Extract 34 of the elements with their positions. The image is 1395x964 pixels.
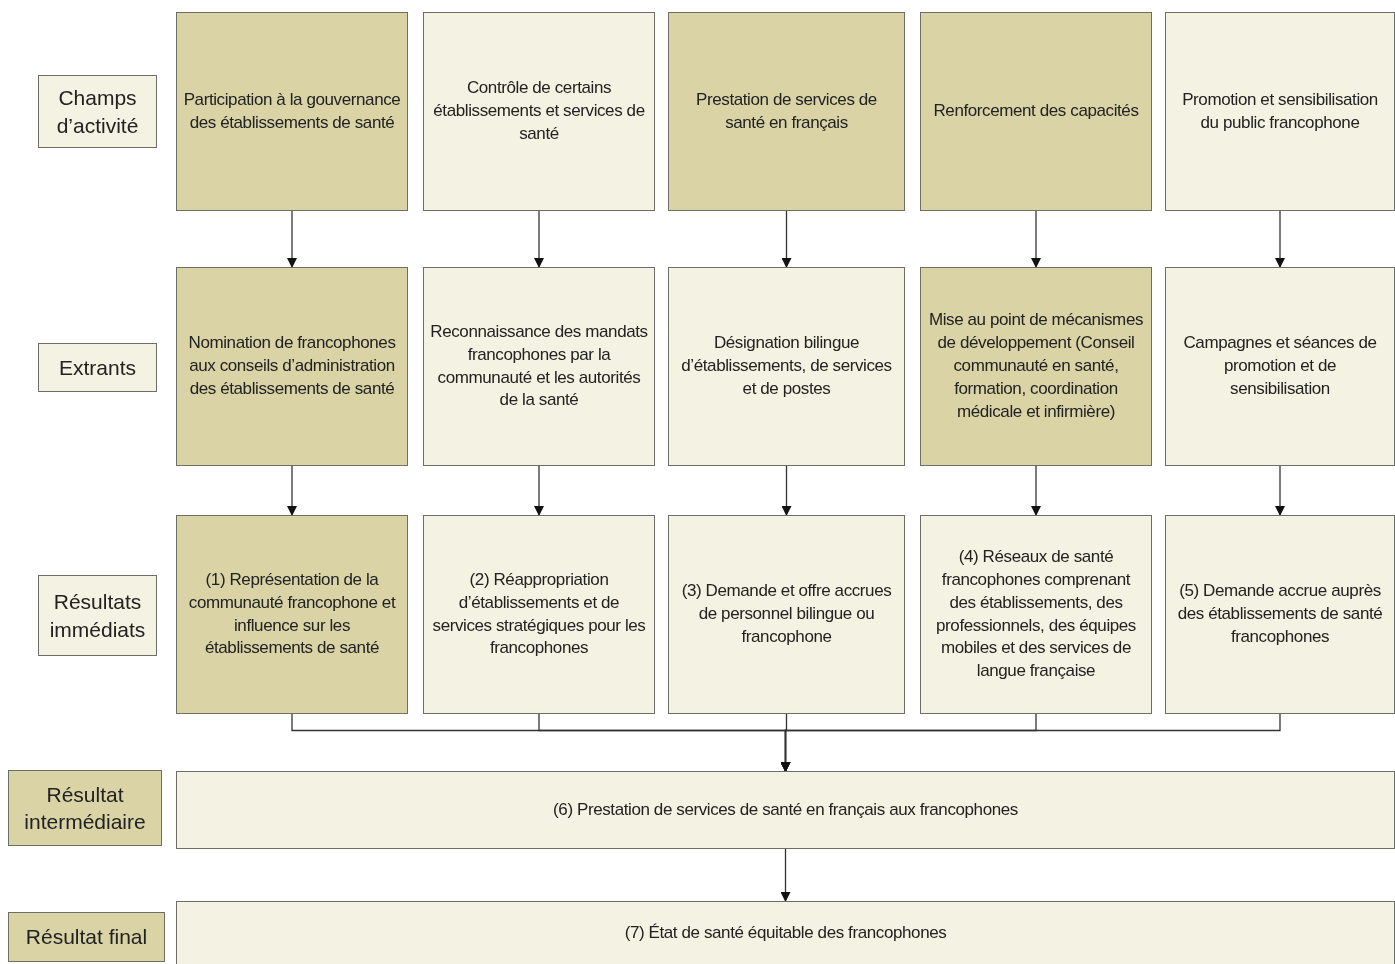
process-box: Prestation de services de santé en français — [668, 12, 905, 211]
arrow — [1275, 465, 1285, 516]
arrow — [534, 210, 544, 268]
process-box: (6) Prestation de services de santé en français aux francophones — [176, 771, 1395, 849]
process-box: (3) Demande et offre accrues de personnel bilingue ou francophone — [668, 515, 905, 714]
arrow — [287, 465, 297, 516]
process-box: (7) État de santé équitable des francophones — [176, 901, 1395, 964]
process-box: Reconnaissance des mandats francophones par la communauté et les autorités de la santé — [423, 267, 655, 466]
arrow — [1031, 210, 1041, 268]
process-box: Renforcement des capacités — [920, 12, 1152, 211]
arrow — [287, 210, 297, 268]
arrow — [780, 848, 791, 902]
row-label-box: Résultats immédiats — [38, 575, 157, 656]
arrow — [781, 210, 792, 268]
arrow — [1275, 210, 1285, 268]
process-box: Désignation bilingue d’établissements, de services et de postes — [668, 267, 905, 466]
row-label-box: Champs d’activité — [38, 75, 157, 148]
arrow — [781, 465, 792, 516]
row-label-box: Résultat intermédiaire — [8, 770, 162, 846]
process-box: Nomination de francophones aux conseils d’administration des établissements de santé — [176, 267, 408, 466]
process-box: (2) Réappropriation d’établissements et de services stratégiques pour les francophones — [423, 515, 655, 714]
process-box: Promotion et sensibilisation du public francophone — [1165, 12, 1395, 211]
row-label-box: Extrants — [38, 343, 157, 392]
process-box: Participation à la gouvernance des établissements de santé — [176, 12, 408, 211]
process-box: Mise au point de mécanismes de développement (Conseil communauté en santé, formation, coordination médicale et infirmière) — [920, 267, 1152, 466]
arrow — [534, 465, 544, 516]
process-box: Campagnes et séances de promotion et de sensibilisation — [1165, 267, 1395, 466]
process-box: (4) Réseaux de santé francophones comprenant des établissements, des professionnels, des équipes mobiles et des services de langue française — [920, 515, 1152, 714]
arrow — [780, 713, 1281, 772]
process-box: Contrôle de certains établissements et services de santé — [423, 12, 655, 211]
arrow — [1031, 465, 1041, 516]
process-box: (1) Représentation de la communauté francophone et influence sur les établissements de santé — [176, 515, 408, 714]
row-label-box: Résultat final — [8, 912, 165, 962]
process-box: (5) Demande accrue auprès des établissements de santé francophones — [1165, 515, 1395, 714]
